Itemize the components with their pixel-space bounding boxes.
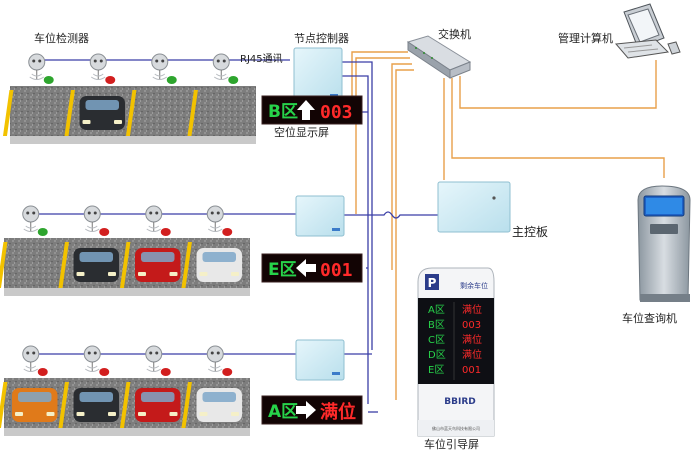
status-light-icon [99, 368, 110, 376]
guide-row-zone: C区 [428, 334, 445, 346]
zone-display: A区 满位 [261, 395, 363, 425]
label-vacancy-display: 空位显示屏 [274, 125, 329, 139]
detector-sensor-icon [22, 205, 48, 236]
node-controller-1 [293, 47, 343, 103]
label-main-board: 主控板 [512, 225, 548, 239]
label-rj45: RJ45通讯 [240, 53, 283, 65]
guide-row: E区 001 [428, 364, 481, 376]
status-light-icon [160, 228, 171, 236]
status-light-icon [222, 228, 233, 236]
detector-sensor-icon [212, 53, 239, 84]
display-zone: E区 [268, 260, 297, 280]
display-zone: A区 [268, 402, 298, 422]
guide-title: 剩余车位 [460, 281, 488, 290]
label-switch: 交换机 [438, 27, 471, 41]
status-light-icon [166, 76, 177, 84]
parking-row [0, 345, 250, 436]
car [73, 388, 119, 422]
arrow-right-icon [296, 401, 316, 419]
guide-row-zone: A区 [428, 304, 445, 316]
status-light-icon [105, 76, 116, 84]
detector-sensor-icon [145, 345, 171, 376]
guide-row-value: 满位 [462, 333, 482, 346]
node-controller-3 [295, 339, 345, 381]
detector-sensor-icon [28, 53, 54, 84]
guide-row-value: 001 [462, 365, 481, 376]
car [196, 388, 242, 422]
parking-row [0, 205, 250, 296]
status-light-icon [43, 76, 54, 84]
guide-row: C区 满位 [428, 333, 482, 346]
arrow-up-icon [297, 100, 315, 120]
label-node-controller: 节点控制器 [294, 31, 349, 45]
detector-sensor-icon [151, 53, 177, 84]
parking-rows [0, 53, 256, 436]
car [135, 388, 181, 422]
guide-row-zone: B区 [428, 319, 445, 331]
guide-row-value: 满位 [462, 348, 482, 361]
network-switch [406, 35, 472, 79]
label-guide-screen: 车位引导屏 [424, 437, 479, 451]
detector-sensor-icon [206, 205, 233, 236]
detector-sensor-icon [145, 205, 171, 236]
guide-footer: 佛山市蓝天鸟科技有限公司 [432, 425, 480, 431]
detector-sensor-icon [83, 345, 110, 376]
svg-text:P: P [428, 276, 437, 290]
car [135, 248, 181, 282]
status-light-icon [37, 368, 48, 376]
display-value: 满位 [320, 401, 356, 423]
node-controller-2 [295, 195, 345, 237]
guide-row: D区 满位 [428, 348, 482, 361]
car [12, 388, 58, 422]
status-light-icon [160, 368, 171, 376]
guide-row: B区 003 [428, 319, 481, 331]
zone-display: B区 003 [261, 95, 363, 125]
label-query-kiosk: 车位查询机 [622, 311, 677, 325]
car [79, 96, 125, 130]
status-light-icon [37, 228, 48, 236]
label-detector: 车位检测器 [34, 31, 89, 45]
guide-brand: BBIRD [444, 397, 475, 407]
detector-sensor-icon [22, 345, 48, 376]
main-board [437, 181, 511, 233]
guide-screen: P [417, 267, 495, 437]
guide-row-zone: D区 [428, 349, 446, 361]
car [73, 248, 119, 282]
detector-sensor-icon [83, 205, 110, 236]
parking-row [2, 53, 256, 144]
query-kiosk-icon [637, 185, 691, 302]
guide-row-value: 003 [462, 320, 481, 331]
status-light-icon [99, 228, 110, 236]
management-computer-icon [614, 3, 681, 59]
zone-display: E区 001 [261, 253, 363, 283]
arrow-left-icon [296, 259, 316, 277]
label-mgmt-computer: 管理计算机 [558, 31, 613, 45]
display-zone: B区 [268, 102, 298, 122]
status-light-icon [222, 368, 233, 376]
guide-row-zone: E区 [428, 364, 444, 376]
guide-row: A区 满位 [428, 303, 482, 316]
detector-sensor-icon [206, 345, 233, 376]
car [196, 248, 242, 282]
display-value: 001 [320, 260, 353, 281]
display-value: 003 [320, 102, 353, 123]
ethernet-cables [351, 51, 665, 400]
detector-sensor-icon [89, 53, 116, 84]
guide-row-value: 满位 [462, 303, 482, 316]
status-light-icon [228, 76, 239, 84]
